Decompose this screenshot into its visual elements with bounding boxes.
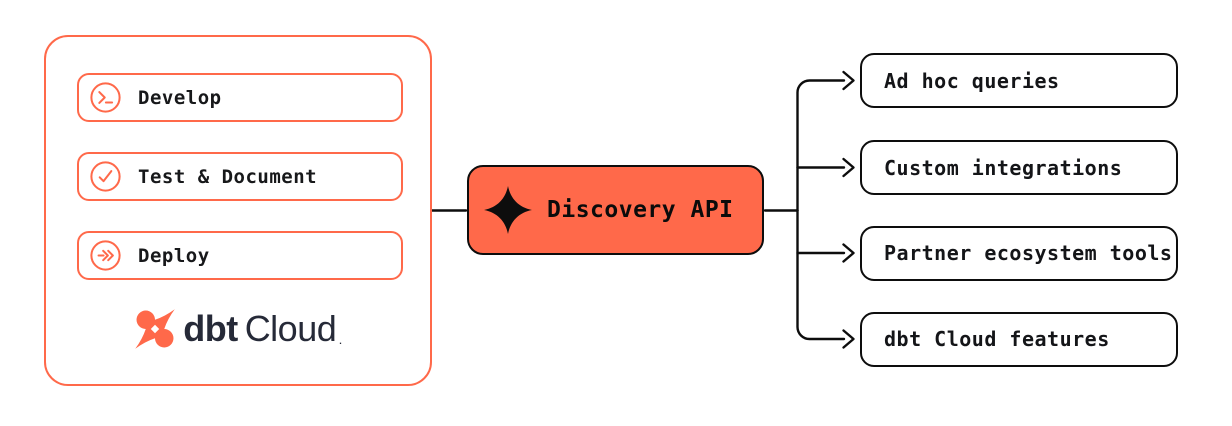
arrowhead-icon: [842, 243, 855, 263]
terminal-icon: [90, 82, 121, 113]
logo-wordmark-dbt: dbt: [183, 308, 238, 349]
step-label: Develop: [138, 86, 222, 109]
step-develop: Develop: [77, 73, 403, 122]
consumer-partner-ecosystem-tools: Partner ecosystem tools: [860, 225, 1178, 281]
arrowhead-icon: [842, 329, 855, 349]
step-test-document: Test & Document: [77, 152, 403, 201]
step-deploy: Deploy: [77, 231, 403, 280]
consumer-label: Ad hoc queries: [884, 68, 1060, 93]
connector-trunk-up: [796, 79, 846, 212]
consumer-label: Custom integrations: [884, 155, 1123, 180]
logo-trademark-dot: .: [339, 336, 342, 346]
fast-forward-circle-icon: [90, 240, 121, 271]
check-circle-icon: [90, 161, 121, 192]
arrowhead-icon: [842, 70, 855, 91]
consumer-custom-integrations: Custom integrations: [860, 140, 1178, 195]
consumer-label: dbt Cloud features: [884, 327, 1110, 351]
step-label: Deploy: [138, 244, 210, 267]
discovery-api-node: Discovery API: [467, 165, 764, 255]
dbt-cloud-logo: dbt Cloud .: [44, 305, 432, 353]
discovery-api-label: Discovery API: [547, 197, 734, 223]
step-label: Test & Document: [138, 165, 318, 188]
consumer-label: Partner ecosystem tools: [884, 241, 1173, 265]
consumer-ad-hoc-queries: Ad hoc queries: [860, 53, 1178, 108]
dbt-logo-mark: [135, 309, 175, 349]
arrowhead-icon: [842, 157, 855, 178]
consumer-dbt-cloud-features: dbt Cloud features: [860, 311, 1178, 367]
sparkle-icon: [484, 186, 532, 234]
logo-wordmark-cloud: Cloud: [244, 308, 337, 349]
connector-trunk-down: [796, 209, 846, 341]
